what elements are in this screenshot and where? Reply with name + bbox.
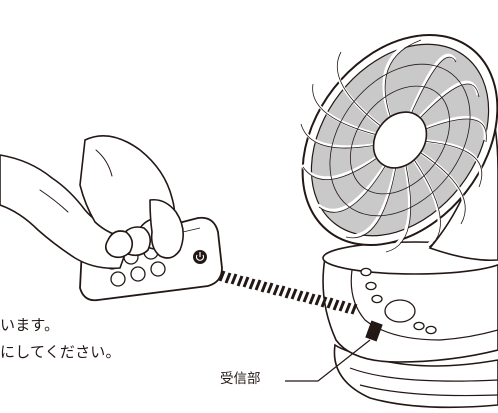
hand-illustration: [0, 134, 184, 270]
fan-dial: [384, 299, 416, 323]
receiver-label: 受信部: [220, 371, 261, 387]
fan-base: [322, 241, 498, 409]
fan-panel-button: [371, 294, 383, 304]
fan-hub: [372, 111, 428, 169]
fan-panel-button: [365, 281, 377, 291]
remote-button: [130, 266, 146, 282]
fan-head: [298, 33, 498, 262]
remote-button: [150, 261, 166, 277]
fan-panel-button: [360, 267, 372, 277]
caption-line-2: にしてください。: [0, 343, 121, 361]
fan-panel-button: [425, 325, 437, 335]
caption-line-1: います。: [0, 316, 60, 334]
remote-button: [110, 271, 126, 287]
receiver-sensor: [365, 320, 383, 342]
fan-panel-button: [413, 321, 425, 331]
power-icon: [193, 250, 207, 264]
remote-control: [79, 216, 223, 302]
receiver-leader-line: [285, 339, 371, 382]
fan-control-panel: [360, 267, 437, 335]
